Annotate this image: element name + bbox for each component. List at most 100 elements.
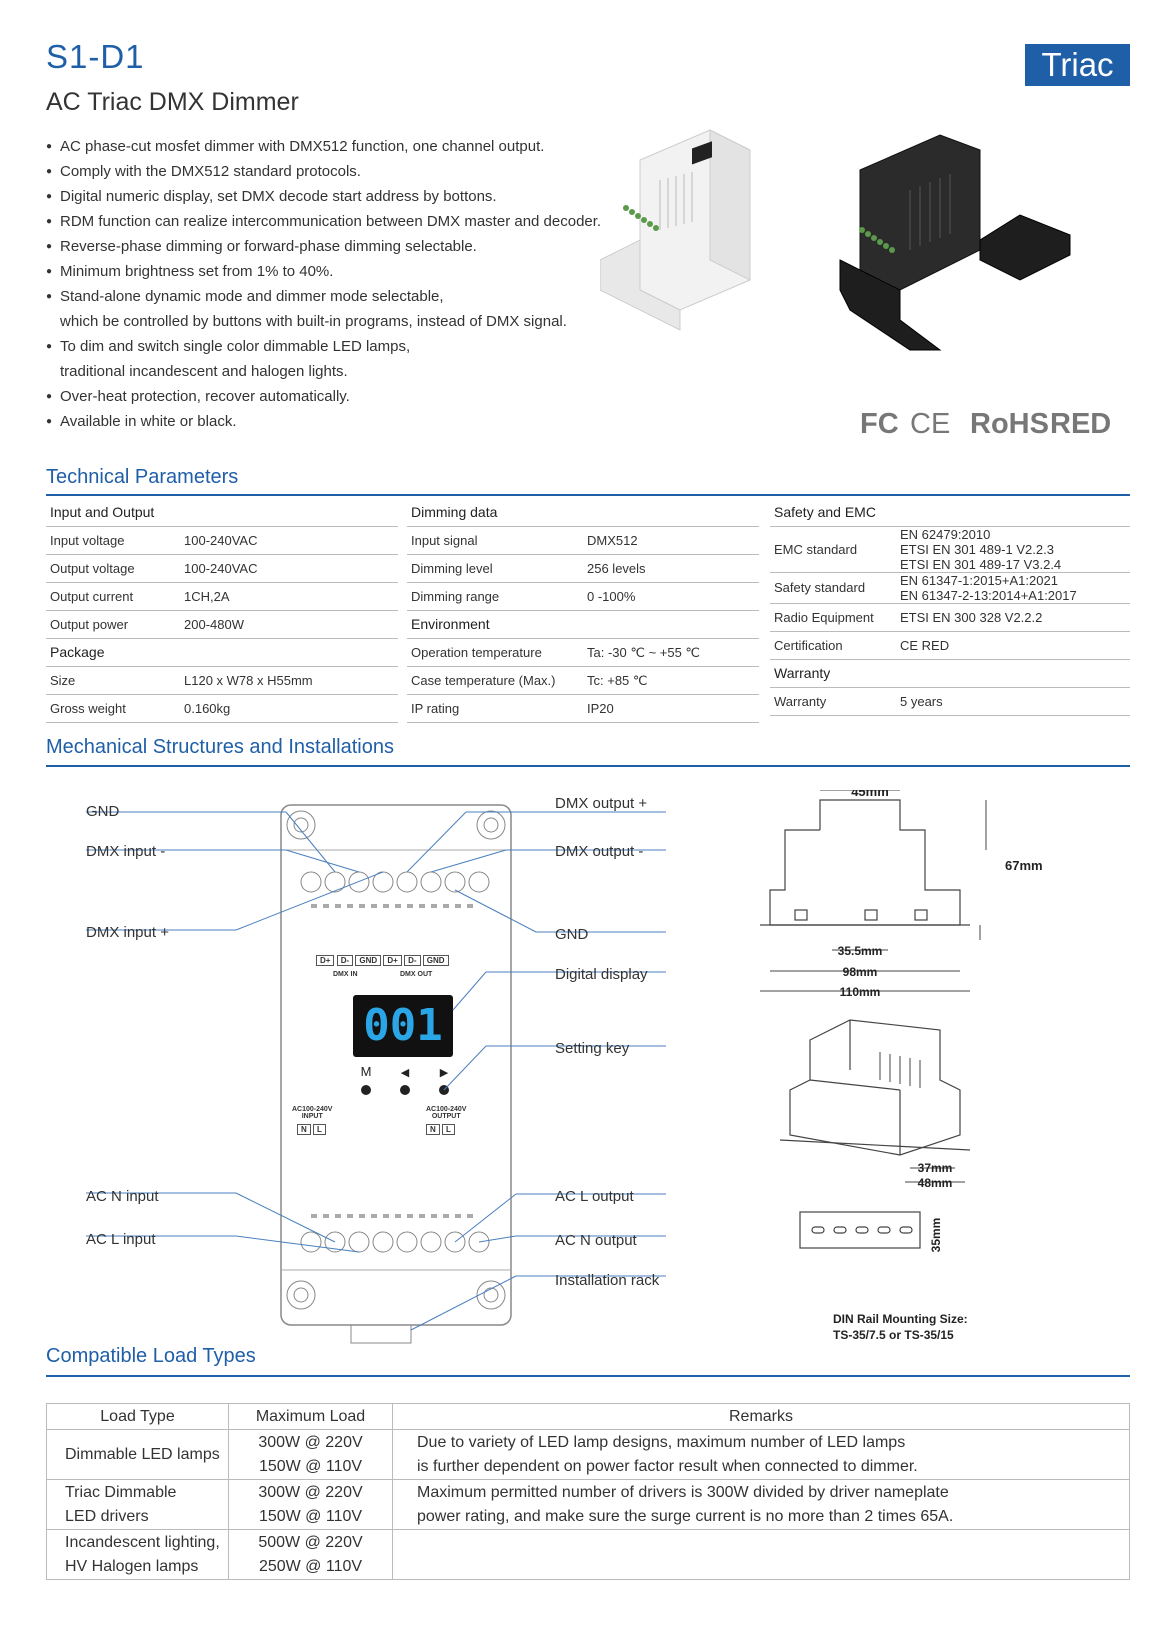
label-dmx-output-minus: DMX output - [555,843,644,860]
key-left-button[interactable] [400,1085,410,1095]
feature-list: AC phase-cut mosfet dimmer with DMX512 f… [46,134,626,434]
param-group-row: Package [46,638,398,667]
param-label: Certification [770,631,896,660]
param-group-heading: Safety and EMC [770,498,1130,527]
col-header: Maximum Load [228,1403,393,1430]
dim-67mm: 67mm [1005,858,1043,873]
param-label: Output voltage [46,554,180,583]
remarks-cell: Maximum permitted number of drivers is 3… [392,1479,1130,1530]
load-types-table: Load Type Maximum Load Remarks Dimmable … [46,1403,1130,1580]
dimension-drawings: 45mm 67mm 35.5mm 98mm 110mm 37mm 48mm 35… [760,790,1043,1253]
param-value: EN 61347-1:2015+A1:2021 EN 61347-2-13:20… [896,572,1130,604]
label-setting-key: Setting key [555,1040,630,1057]
param-label: EMC standard [770,526,896,573]
param-value: 256 levels [583,554,759,583]
param-group-heading: Environment [407,610,759,639]
terminal-l: L [313,1124,326,1135]
feature-item: Available in white or black. [46,409,626,434]
label-dmx-input-minus: DMX input - [86,843,166,860]
dmx-terminal-block: D+ D- GND D+ D- GND [316,955,449,966]
param-value: EN 62479:2010 ETSI EN 301 489-1 V2.2.3 E… [896,526,1130,573]
param-value: 5 years [896,687,1130,716]
param-label: Output power [46,610,180,639]
loads-title: Compatible Load Types [46,1345,256,1367]
key-m-button[interactable] [361,1085,371,1095]
terminal-label: D- [404,955,421,966]
label-ac-l-input: AC L input [86,1231,156,1248]
feature-item: To dim and switch single color dimmable … [46,334,626,384]
ce-mark: CE [910,408,951,440]
mech-title: Mechanical Structures and Installations [46,736,394,758]
param-label: Gross weight [46,694,180,723]
param-label: Input signal [407,526,583,555]
param-group-row: Environment [407,610,759,639]
label-ac-n-input: AC N input [86,1188,159,1205]
dim-35mm-rail: 35mm [929,1218,943,1253]
param-label: Dimming level [407,554,583,583]
param-value: 100-240VAC [180,554,398,583]
dim-48mm: 48mm [918,1176,953,1190]
wiring-diagram: 001 M ◀ ▶ [86,804,666,1344]
feature-item: Stand-alone dynamic mode and dimmer mode… [46,284,626,334]
ac-input-terminals: N L [297,1124,326,1135]
label-ac-l-output: AC L output [555,1188,634,1205]
param-label: Warranty [770,687,896,716]
black-product-image [839,134,1071,351]
feature-item: RDM function can realize intercommunicat… [46,209,626,234]
terminal-label: D+ [383,955,402,966]
remarks-cell: Due to variety of LED lamp designs, maxi… [392,1429,1130,1480]
remarks-cell [392,1529,1130,1580]
label-gnd-out: GND [555,926,589,943]
rail-note-2: TS-35/7.5 or TS-35/15 [833,1328,954,1342]
dmx-in-label: DMX IN [333,971,358,978]
load-type-cell: Incandescent lighting,HV Halogen lamps [46,1529,229,1580]
section-divider [46,1375,1130,1377]
label-dmx-input-plus: DMX input + [86,924,169,941]
key-right-label: ▶ [440,1067,449,1079]
fcc-mark: FC [860,408,899,440]
label-installation-rack: Installation rack [555,1272,660,1289]
param-row: Case temperature (Max.)Tc: +85 ℃ [407,666,759,695]
terminal-label: GND [355,955,382,966]
feature-item: Reverse-phase dimming or forward-phase d… [46,234,626,259]
terminal-n: N [297,1124,311,1135]
param-value: 1CH,2A [180,582,398,611]
terminal-l: L [442,1124,455,1135]
param-value: Tc: +85 ℃ [583,666,759,695]
param-value: 100-240VAC [180,526,398,555]
load-type-cell: Dimmable LED lamps [46,1429,229,1480]
product-photos [600,129,1071,351]
param-label: IP rating [407,694,583,723]
dim-110mm: 110mm [840,985,881,999]
dim-37mm: 37mm [918,1161,953,1175]
dim-45mm: 45mm [851,790,889,799]
param-value: 200-480W [180,610,398,639]
feature-item: Minimum brightness set from 1% to 40%. [46,259,626,284]
label-ac-n-output: AC N output [555,1232,637,1249]
param-group-row: Safety and EMC [770,498,1130,527]
model-title: S1-D1 [46,38,145,75]
terminal-label: D- [336,955,354,966]
param-label: Dimming range [407,582,583,611]
label-dmx-output-plus: DMX output + [555,795,648,812]
terminal-n: N [426,1124,440,1135]
feature-item: Over-heat protection, recover automatica… [46,384,626,409]
col-header: Load Type [46,1403,229,1430]
